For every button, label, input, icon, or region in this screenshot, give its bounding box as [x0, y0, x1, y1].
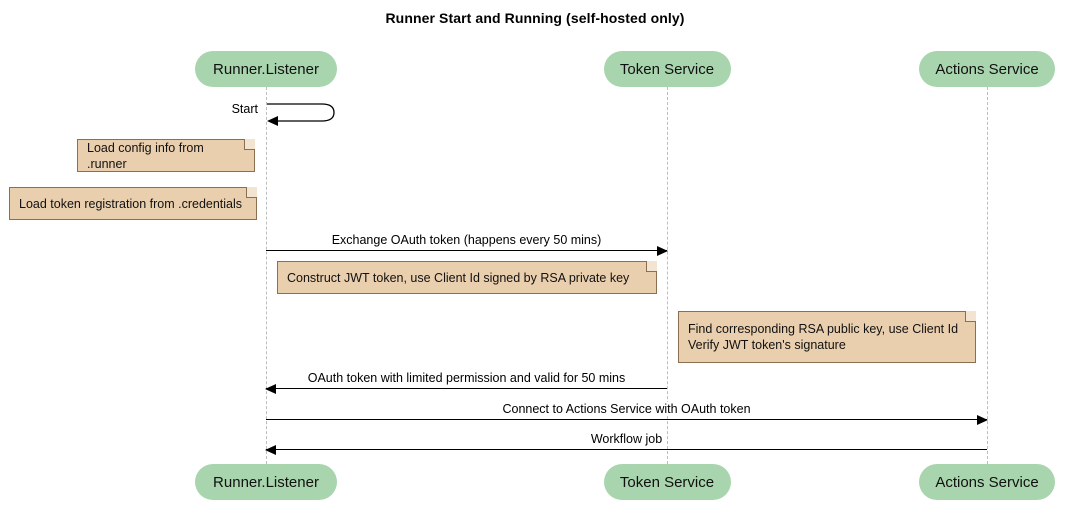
message-connect-actions[interactable]: [266, 415, 988, 425]
participant-header-token[interactable]: Token Service: [603, 51, 731, 87]
message-start-label: Start: [231, 102, 258, 116]
participant-footer-actions[interactable]: Actions Service: [919, 464, 1055, 500]
participant-label: Actions Service: [935, 60, 1039, 78]
message-oauth-token-return[interactable]: [265, 384, 667, 394]
arrowhead-left-icon: [265, 384, 276, 394]
message-oauth-token-return-label: OAuth token with limited permission and …: [304, 371, 629, 385]
message-workflow-job[interactable]: [265, 445, 987, 455]
message-exchange-oauth[interactable]: [266, 246, 668, 256]
participant-label: Token Service: [619, 473, 715, 491]
arrowhead-right-icon: [977, 415, 988, 425]
note-fold-corner-icon: [244, 139, 255, 150]
message-workflow-job-label: Workflow job: [587, 432, 666, 446]
note-fold-corner-icon: [965, 311, 976, 322]
arrowhead-right-icon: [657, 246, 668, 256]
note-load-config: Load config info from .runner: [77, 139, 255, 172]
participant-label: Runner.Listener: [213, 60, 319, 78]
page-title: Runner Start and Running (self-hosted on…: [385, 10, 685, 26]
note-load-token-registration: Load token registration from .credential…: [9, 187, 257, 220]
message-connect-actions-label: Connect to Actions Service with OAuth to…: [499, 402, 754, 416]
note-text: Construct JWT token, use Client Id signe…: [287, 270, 630, 285]
note-text: Load token registration from .credential…: [19, 196, 243, 211]
note-fold-corner-icon: [646, 261, 657, 272]
lifeline-runner: [266, 87, 267, 464]
note-text: Load config info from .runner: [87, 140, 204, 171]
participant-header-runner[interactable]: Runner.Listener: [195, 51, 337, 87]
note-verify-jwt: Find corresponding RSA public key, use C…: [678, 311, 976, 363]
lifeline-actions: [987, 87, 988, 464]
participant-label: Actions Service: [935, 473, 1039, 491]
note-text: Find corresponding RSA public key, use C…: [688, 322, 959, 352]
message-exchange-oauth-label: Exchange OAuth token (happens every 50 m…: [328, 233, 605, 247]
participant-label: Token Service: [619, 60, 715, 78]
participant-label: Runner.Listener: [213, 473, 319, 491]
lifeline-token: [667, 87, 668, 464]
note-construct-jwt: Construct JWT token, use Client Id signe…: [277, 261, 657, 294]
arrowhead-left-icon: [265, 445, 276, 455]
message-start-self-loop[interactable]: [266, 101, 346, 127]
note-fold-corner-icon: [246, 187, 257, 198]
participant-footer-runner[interactable]: Runner.Listener: [195, 464, 337, 500]
participant-footer-token[interactable]: Token Service: [603, 464, 731, 500]
participant-header-actions[interactable]: Actions Service: [919, 51, 1055, 87]
